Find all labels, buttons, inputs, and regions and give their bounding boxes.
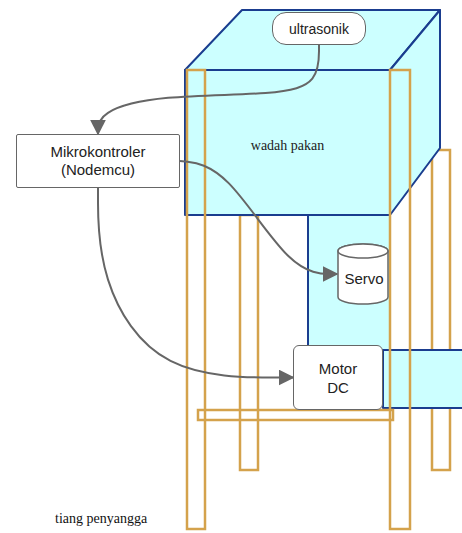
servo-cylinder: Servo — [337, 243, 391, 305]
signal-connector — [180, 161, 337, 274]
cylinder-top — [338, 244, 388, 258]
node-text: ultrasonik — [289, 21, 349, 37]
front-posts — [187, 70, 410, 529]
container-front — [185, 70, 390, 215]
support-post — [187, 70, 205, 529]
support-post — [432, 150, 450, 470]
cylinder-body — [338, 244, 388, 304]
motor-box: Motor DC — [293, 345, 383, 410]
container-face: wadah pakan — [185, 70, 390, 215]
cross-bar — [198, 410, 393, 420]
signal-connector — [98, 188, 293, 378]
part-label: tiang penyangga — [55, 511, 147, 527]
sensor-label: ultrasonik — [272, 12, 366, 45]
controller-box: Mikrokontroler (Nodemcu) — [16, 134, 180, 188]
support-post — [240, 215, 258, 470]
feed-chute — [308, 215, 390, 350]
node-text: Mikrokontroler (Nodemcu) — [28, 143, 168, 179]
node-text: Servo — [344, 270, 383, 287]
support-post — [390, 70, 410, 529]
feed-tube — [383, 350, 462, 408]
signal-connector — [98, 45, 319, 134]
container-side — [390, 10, 440, 215]
node-text: Motor DC — [313, 359, 363, 397]
node-text: wadah pakan — [251, 138, 324, 154]
